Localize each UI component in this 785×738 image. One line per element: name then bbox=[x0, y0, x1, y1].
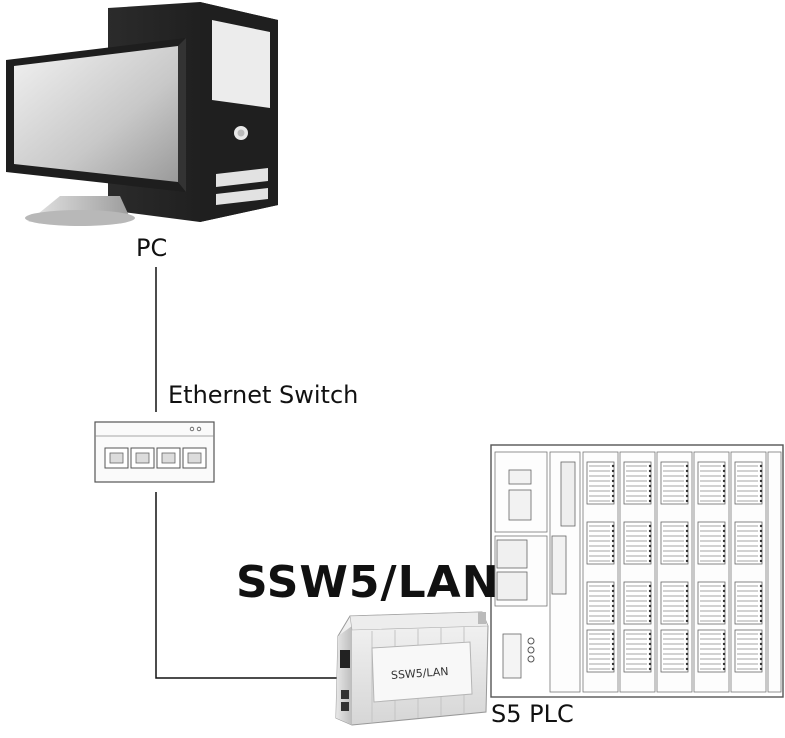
ssw5-lan-adapter-icon: SSW5/LAN bbox=[335, 611, 489, 726]
plc-io-module bbox=[619, 451, 656, 693]
adapter-device-label: SSW5/LAN bbox=[391, 665, 449, 682]
edge-switch-adapter bbox=[155, 492, 340, 679]
plc-label: S5 PLC bbox=[491, 700, 574, 728]
desktop-computer-icon bbox=[6, 2, 278, 226]
plc-rack-icon bbox=[490, 444, 784, 698]
plc-end-strip bbox=[767, 451, 782, 693]
plc-io-module bbox=[730, 451, 767, 693]
pc-label: PC bbox=[136, 234, 168, 262]
connection-lines bbox=[155, 267, 340, 679]
switch-label: Ethernet Switch bbox=[168, 381, 359, 409]
plc-io-module bbox=[656, 451, 693, 693]
network-switch-icon bbox=[94, 421, 215, 483]
plc-io-module bbox=[582, 451, 619, 693]
adapter-product-label: SSW5/LAN bbox=[236, 557, 500, 608]
plc-io-module bbox=[693, 451, 730, 693]
